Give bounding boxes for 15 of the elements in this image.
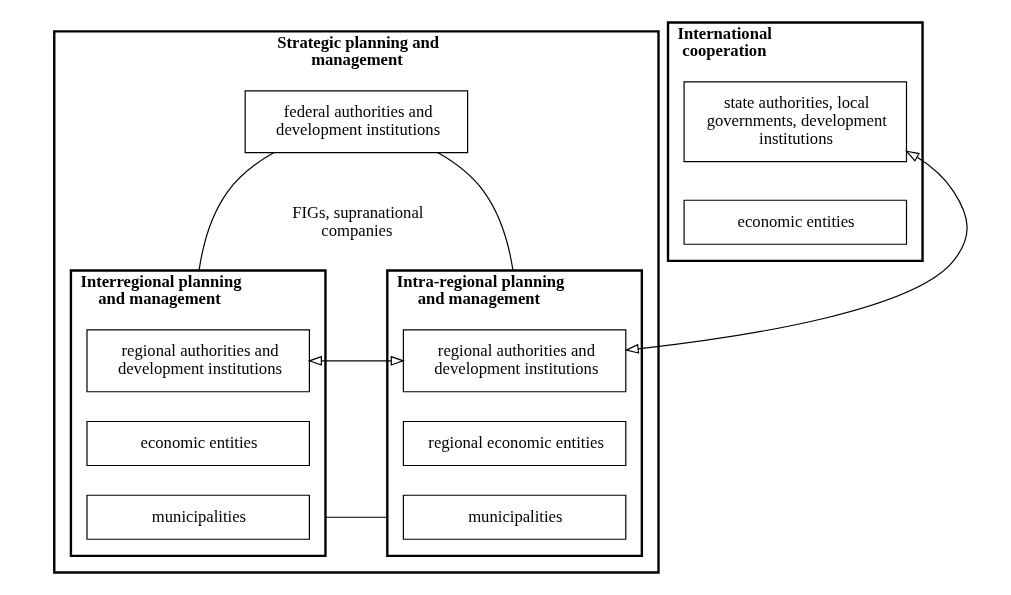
node-box: regional authorities and development institutions [402,329,626,393]
arrow [307,355,405,366]
node-box: municipalities [85,494,310,540]
node-box: economic entities [85,420,310,467]
node-box: regional economic entities [402,420,626,467]
node-box: regional authorities and development institutions [85,329,310,393]
connector [436,152,514,272]
node-box: economic entities [683,199,907,245]
node-box: municipalities [402,494,626,540]
node-text: FIGs, supranational companies [291,202,423,240]
node-box: federal authorities and development institutions [244,90,468,154]
connector [197,152,274,272]
arrow [624,150,968,354]
node-box: state authorities, local governments, development institutions [683,81,907,163]
connector [324,516,388,518]
